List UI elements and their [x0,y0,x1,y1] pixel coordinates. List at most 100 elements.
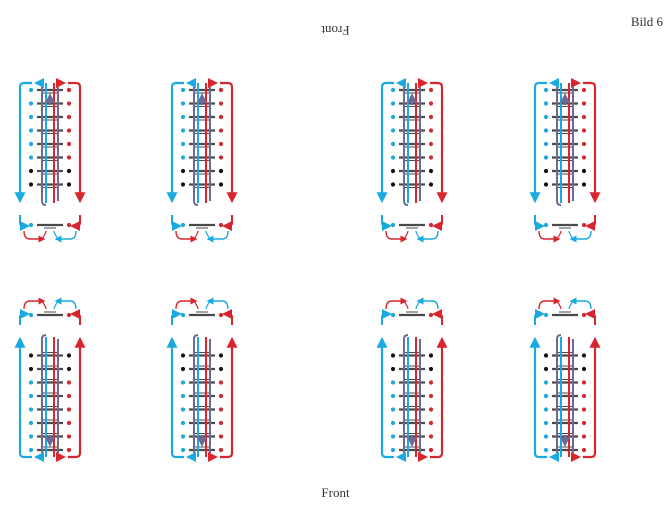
terminal-dot [28,128,34,133]
terminal-dot [581,380,587,385]
terminal-dot [180,128,186,133]
terminal-dot [28,155,34,160]
return-loop-red-tail [41,300,47,310]
return-loop-red [538,230,561,243]
return-loop-red [385,297,408,310]
terminal-dot [66,380,72,385]
terminal-dot [28,87,34,93]
terminal-dot [218,128,224,133]
terminal-dot [581,141,587,147]
terminal-dot [28,114,34,120]
arrow-bottom-red [585,215,596,231]
wiring-unit-2 [166,78,238,243]
terminal-dot [390,155,396,160]
terminal-dot [180,380,186,385]
terminal-dot [66,141,72,147]
terminal-dot [66,434,72,439]
inner-conductor-purple [193,87,199,206]
arrow-bottom-red [432,215,443,231]
terminal-dot [390,434,396,439]
wiring-unit-5 [14,297,86,462]
terminal-dot [28,101,34,106]
terminal-dot [66,353,72,358]
terminal-dot [28,222,34,228]
terminal-dot [390,407,396,412]
terminal-dot [66,222,72,228]
terminal-dot [180,168,186,174]
terminal-dot [180,114,186,120]
terminal-dot [581,128,587,133]
terminal-dot [180,155,186,160]
return-loop-blue-tail [568,230,574,240]
terminal-dot [218,87,224,93]
terminal-dot [581,312,587,318]
terminal-dot [543,393,549,399]
return-loop-blue [416,230,439,243]
figure-label: Bild 6 [630,14,663,29]
terminal-dot [218,141,224,147]
terminal-dot [581,222,587,228]
wiring-unit-8 [529,297,601,462]
return-loop-blue [416,297,439,310]
terminal-dot [543,420,549,426]
return-loop-blue-tail [53,230,59,240]
terminal-dot [28,168,34,174]
terminal-dot [28,312,34,318]
arrow-bottom-red [432,309,443,325]
terminal-dot [581,447,587,453]
outer-loop-red [583,336,601,459]
outer-loop-blue [376,336,394,459]
terminal-dot [428,312,434,318]
terminal-dot [28,353,34,358]
terminal-dot [428,393,434,399]
terminal-dot [28,141,34,147]
terminal-dot [218,393,224,399]
arrow-bottom-red [222,215,233,231]
terminal-dot [390,114,396,120]
return-loop-blue [569,297,592,310]
terminal-dot [66,447,72,453]
outer-loop-blue [376,81,394,204]
wiring-unit-1 [14,78,86,243]
terminal-dot [66,155,72,160]
terminal-dot [543,434,549,439]
inner-conductor-purple [403,334,409,453]
arrow-bottom-blue [19,215,30,231]
terminal-dot [543,222,549,228]
outer-loop-blue [166,81,184,204]
return-loop-red-tail [556,230,562,240]
return-loop-red-tail [403,230,409,240]
return-loop-red-tail [41,230,47,240]
terminal-dot [428,434,434,439]
wiring-unit-4 [529,78,601,243]
terminal-dot [581,366,587,372]
terminal-dot [543,312,549,318]
inner-conductor-purple [193,334,199,453]
terminal-dot [218,312,224,318]
terminal-dot [390,128,396,133]
return-loop-blue-tail [568,300,574,310]
outer-loop-red [68,336,86,459]
terminal-dot [28,366,34,372]
return-loop-blue-tail [53,300,59,310]
wiring-unit-3 [376,78,448,243]
terminal-dot [66,87,72,93]
terminal-dot [66,420,72,426]
inner-conductor-purple [556,87,562,206]
terminal-dot [543,380,549,385]
arrow-bottom-blue [171,309,182,325]
terminal-dot [428,407,434,412]
arrow-bottom-blue [19,309,30,325]
outer-loop-red [430,81,448,204]
terminal-dot [581,434,587,439]
terminal-dot [390,393,396,399]
terminal-dot [180,393,186,399]
outer-loop-red [430,336,448,459]
terminal-dot [428,141,434,147]
arrow-bottom-blue [171,215,182,231]
outer-loop-blue [166,336,184,459]
inner-conductor-purple [41,334,47,453]
return-loop-blue-tail [205,300,211,310]
terminal-dot [180,447,186,453]
terminal-dot [390,87,396,93]
